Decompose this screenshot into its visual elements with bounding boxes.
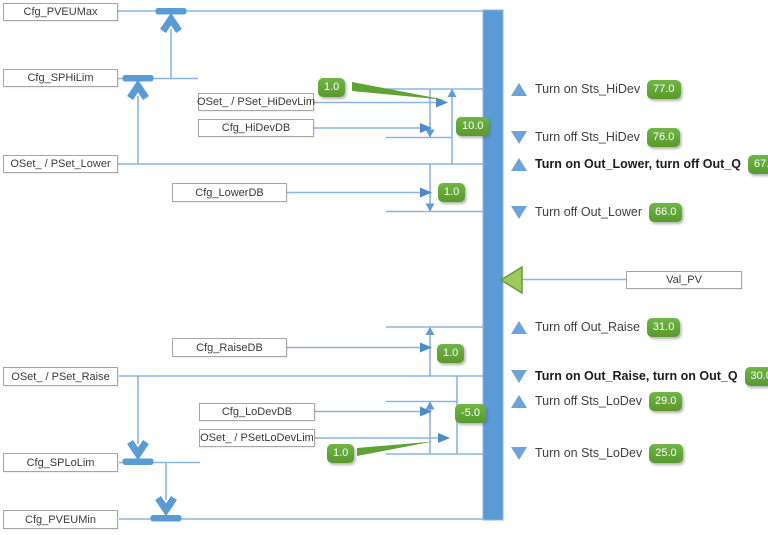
threshold-row-out-lower-on: Turn on Out_Lower, turn off Out_Q 67.0 xyxy=(511,154,768,174)
threshold-row-out-raise-off: Turn off Out_Raise 31.0 xyxy=(511,317,681,337)
threshold-label: Turn on Sts_LoDev xyxy=(535,446,643,460)
threshold-value-badge: 76.0 xyxy=(646,127,681,147)
threshold-label: Turn on Out_Lower, turn off Out_Q xyxy=(535,157,741,171)
threshold-row-sts-hidev-off: Turn off Sts_HiDev 76.0 xyxy=(511,127,681,147)
callout-tail xyxy=(357,441,433,456)
down-chevron-arrow-icon xyxy=(127,440,149,461)
box-cfg-pveumax: Cfg_PVEUMax xyxy=(3,3,118,21)
threshold-label: Turn on Sts_HiDev xyxy=(535,82,641,96)
threshold-value-badge: 31.0 xyxy=(646,317,681,337)
threshold-row-sts-lodev-off: Turn off Sts_LoDev 29.0 xyxy=(511,391,683,411)
threshold-row-out-lower-off: Turn off Out_Lower 66.0 xyxy=(511,202,683,222)
right-arrowhead-icon xyxy=(420,406,432,417)
box-cfg-lodevdb: Cfg_LoDevDB xyxy=(199,403,315,421)
right-arrowhead-icon xyxy=(436,97,448,108)
box-cfg-hidevdb: Cfg_HiDevDB xyxy=(198,119,314,137)
limit-platform xyxy=(122,75,154,82)
up-triangle-icon xyxy=(511,157,527,171)
box-cfg-sphilim: Cfg_SPHiLim xyxy=(3,69,118,87)
up-dim-arrow-icon xyxy=(425,327,435,335)
threshold-row-sts-lodev-on: Turn on Sts_LoDev 25.0 xyxy=(511,443,683,463)
badge-lower-db: 1.0 xyxy=(438,183,466,202)
badge-hidev-span: 10.0 xyxy=(456,117,490,136)
right-arrowhead-icon xyxy=(420,123,432,133)
threshold-value-badge: 30.0 xyxy=(744,366,768,386)
down-triangle-icon xyxy=(511,130,527,144)
right-arrowhead-icon xyxy=(438,433,450,443)
threshold-value-badge: 77.0 xyxy=(647,79,681,99)
threshold-value-badge: 66.0 xyxy=(649,202,683,222)
up-chevron-arrow-icon xyxy=(127,79,149,100)
limit-platform xyxy=(150,515,182,522)
down-triangle-icon xyxy=(511,205,527,219)
up-triangle-icon xyxy=(511,82,527,96)
threshold-row-out-raise-on: Turn on Out_Raise, turn on Out_Q 30.0 xyxy=(511,366,768,386)
box-pset-lower: OSet_ / PSet_Lower xyxy=(3,155,118,173)
threshold-value-badge: 25.0 xyxy=(649,443,683,463)
badge-lodevlim-oset: 1.0 xyxy=(327,444,355,463)
threshold-label: Turn off Out_Lower xyxy=(535,205,643,219)
threshold-label: Turn off Out_Raise xyxy=(535,320,640,334)
threshold-row-sts-hidev-on: Turn on Sts_HiDev 77.0 xyxy=(511,79,681,99)
threshold-label: Turn on Out_Raise, turn on Out_Q xyxy=(535,369,738,383)
box-cfg-raisedb: Cfg_RaiseDB xyxy=(172,338,287,357)
limit-platform xyxy=(122,458,154,465)
left-arrow-icon xyxy=(499,265,523,295)
up-triangle-icon xyxy=(511,320,527,334)
badge-lodev-span: -5.0 xyxy=(455,404,486,423)
callout-tail xyxy=(352,82,446,100)
up-dim-arrow-icon xyxy=(447,89,457,97)
box-pset-lodevlim: OSet_ / PSetLoDevLim xyxy=(199,429,315,447)
up-chevron-arrow-icon xyxy=(160,12,182,33)
down-dim-arrow-icon xyxy=(425,203,435,212)
threshold-label: Turn off Sts_LoDev xyxy=(535,394,643,408)
threshold-value-badge: 29.0 xyxy=(649,391,683,411)
badge-raise-db: 1.0 xyxy=(437,344,465,363)
up-dim-arrow-icon xyxy=(425,401,435,410)
badge-hidevlim-oset: 1.0 xyxy=(318,78,346,97)
up-triangle-icon xyxy=(511,394,527,408)
limit-platform xyxy=(155,8,187,15)
box-pset-raise: OSet_ / PSet_Raise xyxy=(3,367,118,386)
box-cfg-splolim: Cfg_SPLoLim xyxy=(3,453,118,472)
box-val-pv: Val_PV xyxy=(626,271,742,289)
pv-scale-bar xyxy=(482,9,504,521)
down-triangle-icon xyxy=(511,369,527,383)
right-arrowhead-icon xyxy=(420,342,432,353)
right-arrowhead-icon xyxy=(420,187,432,198)
threshold-value-badge: 67.0 xyxy=(748,154,768,174)
box-cfg-pveumin: Cfg_PVEUMin xyxy=(3,510,118,529)
box-pset-hidevlim: OSet_ / PSet_HiDevLim xyxy=(197,93,315,111)
down-dim-arrow-icon xyxy=(425,129,435,138)
down-triangle-icon xyxy=(511,446,527,460)
box-cfg-lowerdb: Cfg_LowerDB xyxy=(172,183,287,202)
down-chevron-arrow-icon xyxy=(155,496,177,517)
threshold-label: Turn off Sts_HiDev xyxy=(535,130,640,144)
